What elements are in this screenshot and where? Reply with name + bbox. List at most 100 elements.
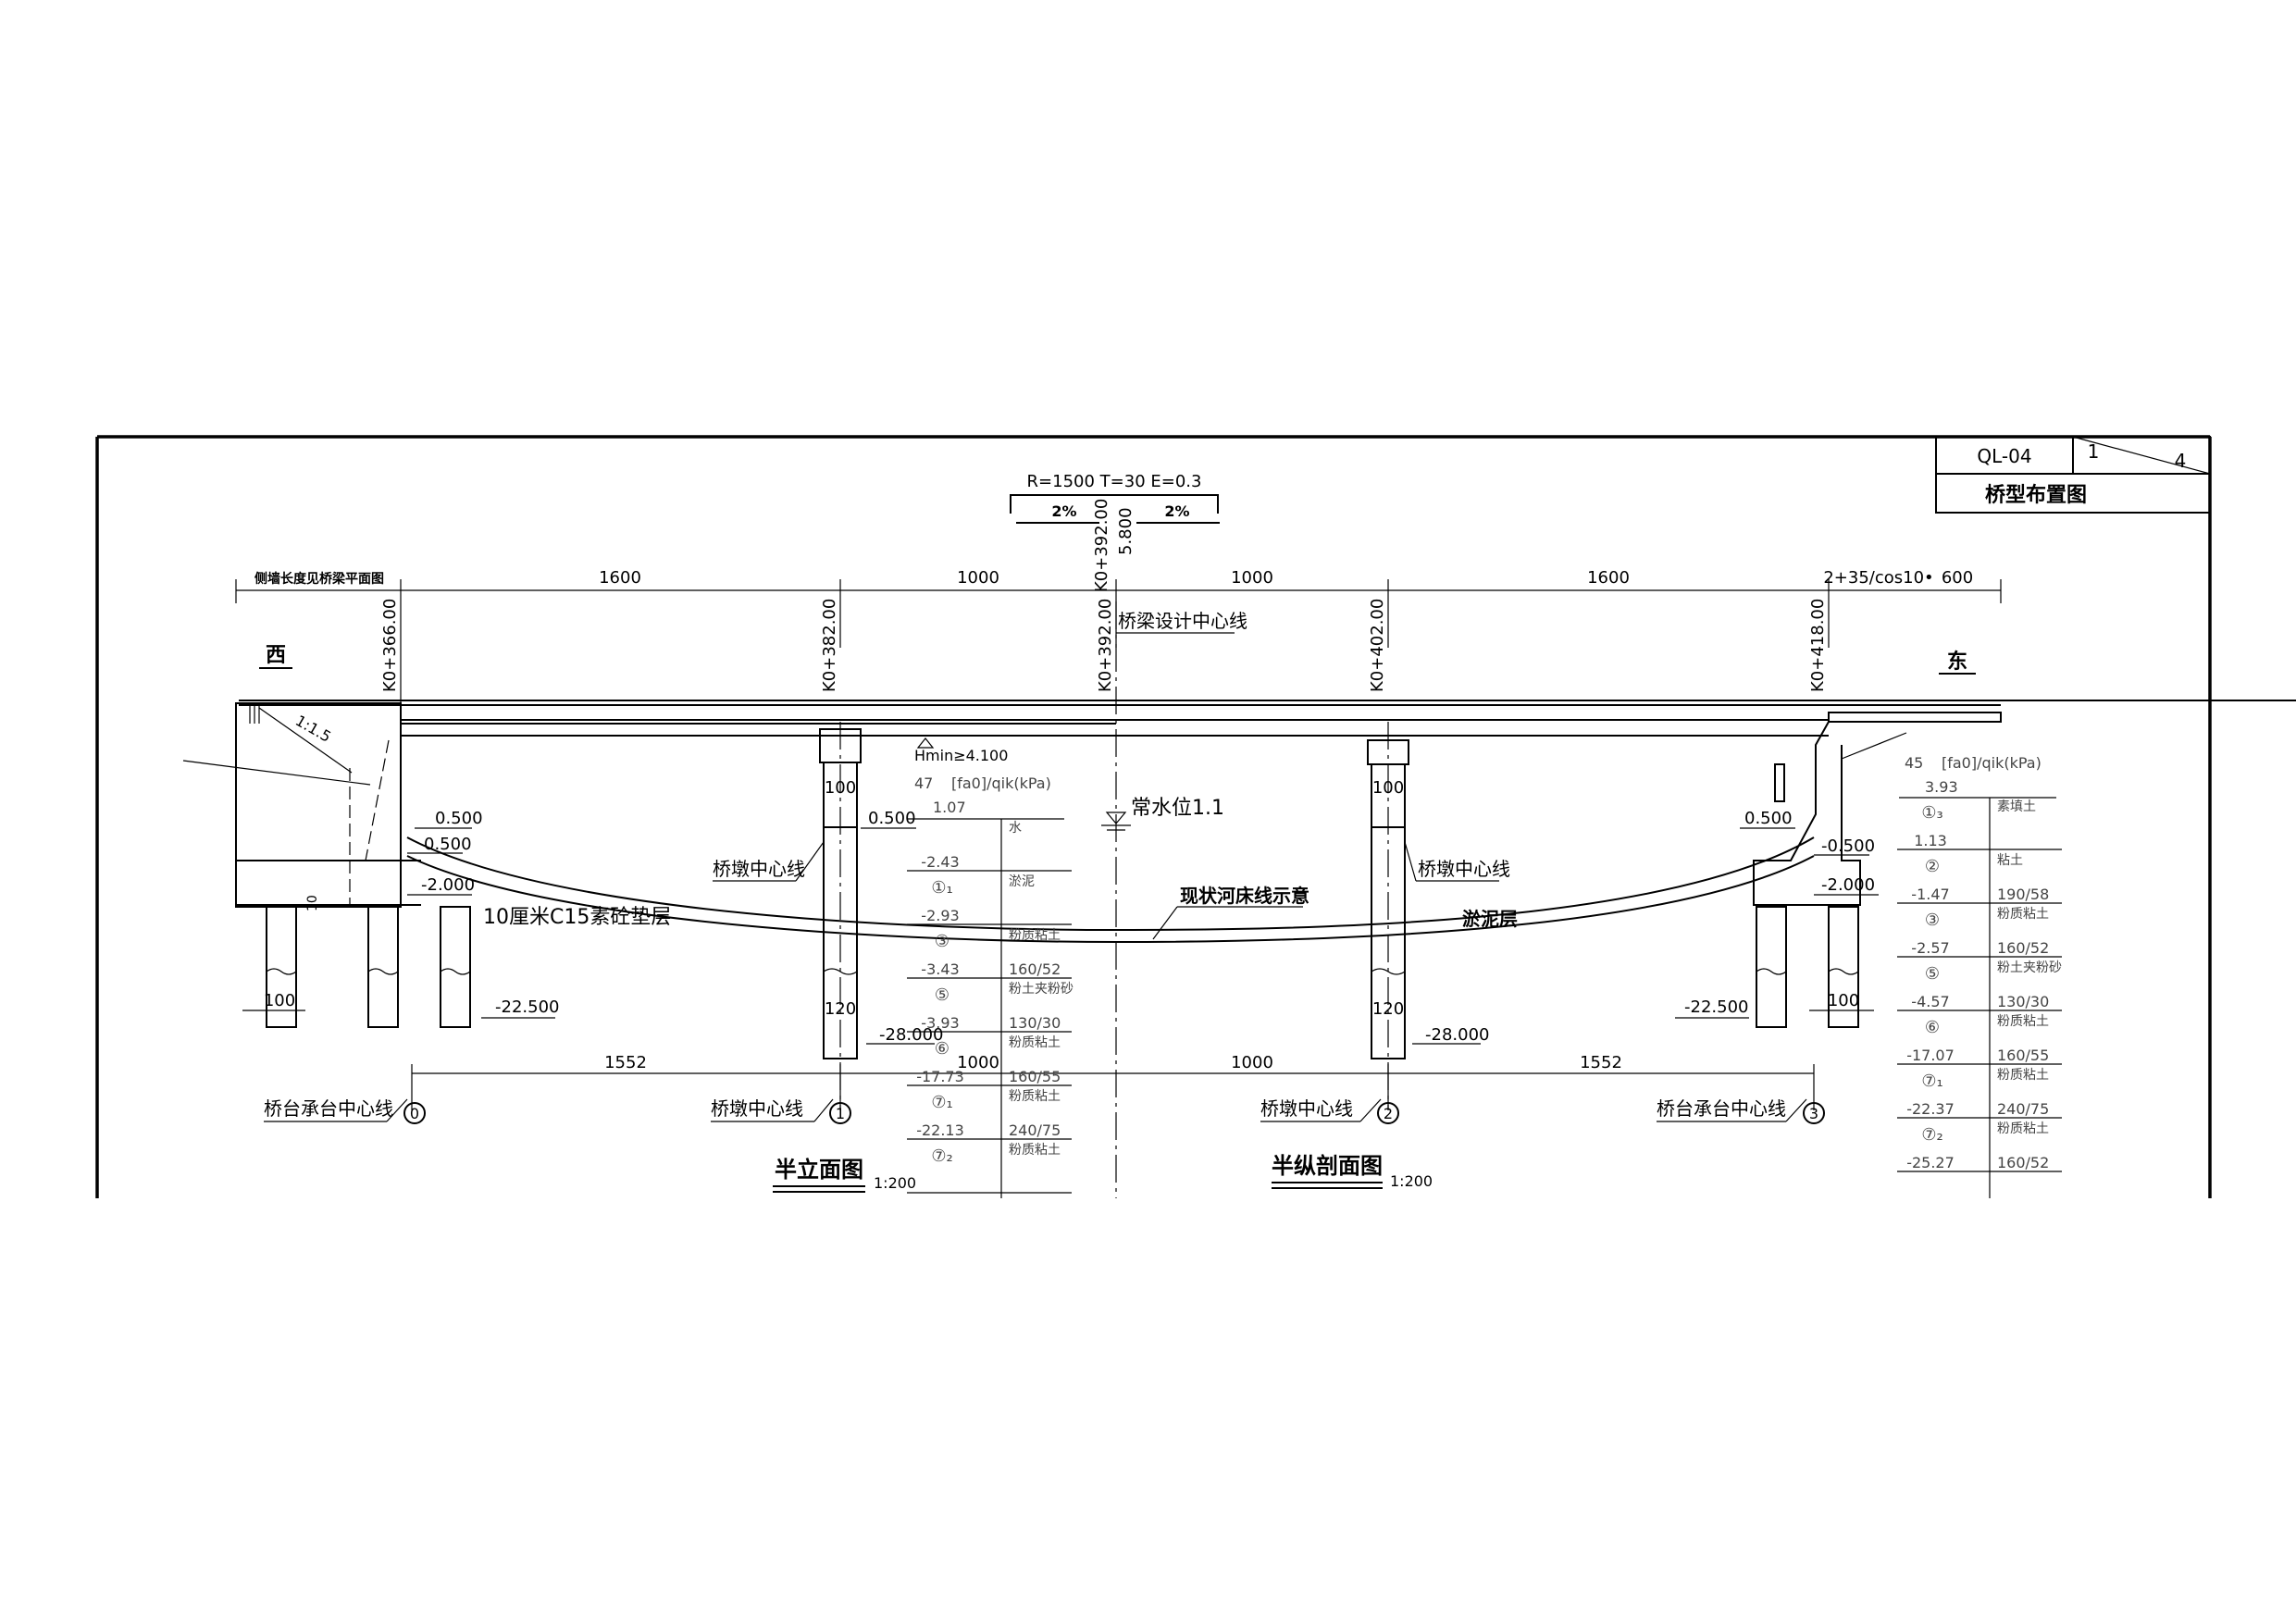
soil-value: 130/30	[1997, 993, 2049, 1010]
soil-value: 130/30	[1009, 1014, 1061, 1032]
borehole-number: 45	[1905, 754, 1923, 772]
soil-name: 粉质粘土	[1009, 1089, 1061, 1104]
soil-code: ①₁	[931, 878, 952, 898]
pier-centerline-label: 桥墩中心线	[1260, 1097, 1353, 1120]
soil-code: ⑦₂	[931, 1146, 952, 1166]
view-titles: 半立面图 1:200 半纵剖面图 1:200	[773, 1153, 1433, 1193]
station-labels: K0+366.00 K0+382.00 K0+392.00 K0+402.00 …	[380, 599, 1828, 692]
soil-code: ⑦₁	[931, 1093, 952, 1112]
soil-code: ⑥	[1925, 1018, 1940, 1037]
bridge-centerline-label: 桥梁设计中心线	[1118, 610, 1247, 632]
soil-value: 160/52	[1009, 960, 1061, 978]
soil-code: ①₃	[1921, 803, 1942, 823]
column-width-dim: 100	[825, 778, 856, 798]
soil-name: 素填土	[1997, 799, 2036, 814]
pile-width-dim: 120	[825, 999, 856, 1019]
soil-value: 190/58	[1997, 886, 2049, 903]
drawing-frame	[95, 435, 2212, 1198]
soil-elevation: -1.47	[1911, 886, 1949, 903]
elevation-mark: -0.500	[1821, 836, 1875, 856]
pile-width-dim: 120	[1372, 999, 1404, 1019]
elevation-mark: -28.000	[879, 1025, 943, 1045]
borehole-top-elev: 1.07	[933, 799, 966, 816]
bottom-dim: 1552	[604, 1053, 647, 1072]
soil-code: ⑤	[935, 985, 949, 1005]
soil-layer-row: ①₃ 素填土 1.13	[1897, 799, 2062, 850]
soil-name: 粉质粘土	[1009, 928, 1061, 943]
normal-water-level: Hmin≥4.100 常水位1.1	[914, 737, 1224, 831]
soil-name: 粉质粘土	[1997, 1121, 2049, 1136]
soil-elevation: 1.13	[1914, 832, 1947, 849]
elevation-mark: 0.500	[868, 809, 916, 828]
soil-name: 淤泥	[1009, 874, 1035, 889]
soil-elevation: -25.27	[1906, 1154, 1955, 1171]
riverbed: 现状河床线示意 淤泥层 10厘米C15素砼垫层	[406, 836, 1815, 944]
cap-height-dim: 10	[305, 895, 320, 911]
column-width-dim: 100	[1372, 778, 1404, 798]
riverbed-label: 现状河床线示意	[1180, 885, 1309, 907]
pier-1: 100 120	[819, 722, 862, 1110]
direction-markers: 西 东	[259, 644, 1976, 675]
axis-number: 2	[1384, 1105, 1393, 1122]
pier-centerline-label: 桥墩中心线	[713, 858, 805, 880]
pier-centerline-label: 桥墩中心线	[1418, 858, 1510, 880]
pile-dim-right: 100	[1828, 991, 1859, 1010]
axis-bubble	[1803, 1102, 1825, 1124]
soil-code: ⑥	[935, 1039, 949, 1059]
title-block: QL-04 1 4 桥型布置图	[1935, 436, 2211, 514]
pile	[266, 906, 297, 1028]
soil-elevation: -4.57	[1911, 993, 1949, 1010]
pier-2: 100 120	[1367, 722, 1409, 1110]
soil-elevation: -17.73	[916, 1068, 964, 1085]
soil-code: ⑦₂	[1921, 1125, 1942, 1145]
dim-span-5: 2+35/cos10•	[1823, 568, 1933, 588]
station-label: K0+402.00	[1368, 599, 1387, 692]
half-elevation-title: 半立面图	[775, 1157, 863, 1183]
soil-code: ②	[1925, 857, 1940, 876]
soil-name: 粘土	[1997, 853, 2023, 868]
soil-elevation: -22.37	[1906, 1100, 1955, 1118]
elevation-mark: -22.500	[1684, 997, 1748, 1017]
west-abutment: 1:1.5	[182, 702, 421, 908]
borehole-header: [fa0]/qik(kPa)	[951, 774, 1051, 792]
abutment-centerline-label: 桥台承台中心线	[264, 1097, 393, 1120]
station-label: K0+392.00	[1096, 599, 1115, 692]
centerline-labels: 桥墩中心线 桥墩中心线	[713, 841, 1510, 882]
soil-name: 水	[1009, 821, 1022, 836]
half-section-title: 半纵剖面图	[1272, 1153, 1383, 1179]
soil-value: 160/52	[1997, 939, 2049, 957]
elevation-mark: -2.000	[1821, 875, 1875, 895]
soil-name: 粉质粘土	[1997, 1068, 2049, 1083]
axis-number: 3	[1809, 1105, 1818, 1122]
pier-centerline-label: 桥墩中心线	[711, 1097, 803, 1120]
pile-dim-left: 100	[264, 991, 295, 1010]
borehole-header: [fa0]/qik(kPa)	[1942, 754, 2042, 772]
station-label: K0+382.00	[820, 599, 839, 692]
vertical-curve-annotation: R=1500 T=30 E=0.3 2% 2% K0+392.00 5.800	[1010, 472, 1220, 592]
axis-number: 0	[410, 1105, 419, 1122]
soil-name: 粉质粘土	[1997, 1014, 2049, 1029]
pile	[1756, 906, 1787, 1028]
bridge-deck	[239, 700, 2296, 737]
soil-elevation: -2.57	[1911, 939, 1949, 957]
soil-name: 粉质粘土	[1009, 1035, 1061, 1050]
borehole-top-elev: 3.93	[1925, 778, 1958, 796]
direction-east: 东	[1947, 650, 1967, 674]
soil-name: 粉土夹粉砂	[1009, 982, 1074, 997]
axis-bubble	[1377, 1102, 1399, 1124]
bottom-dim: 1552	[1580, 1053, 1622, 1072]
station-label: K0+418.00	[1808, 599, 1828, 692]
elevation-mark: -28.000	[1425, 1025, 1489, 1045]
axis-labels: 0 1 2 3 桥台承台中心线 桥墩中心线 桥墩中心线 桥台承台中心线	[264, 1097, 1825, 1124]
hmin-label: Hmin≥4.100	[914, 747, 1008, 764]
